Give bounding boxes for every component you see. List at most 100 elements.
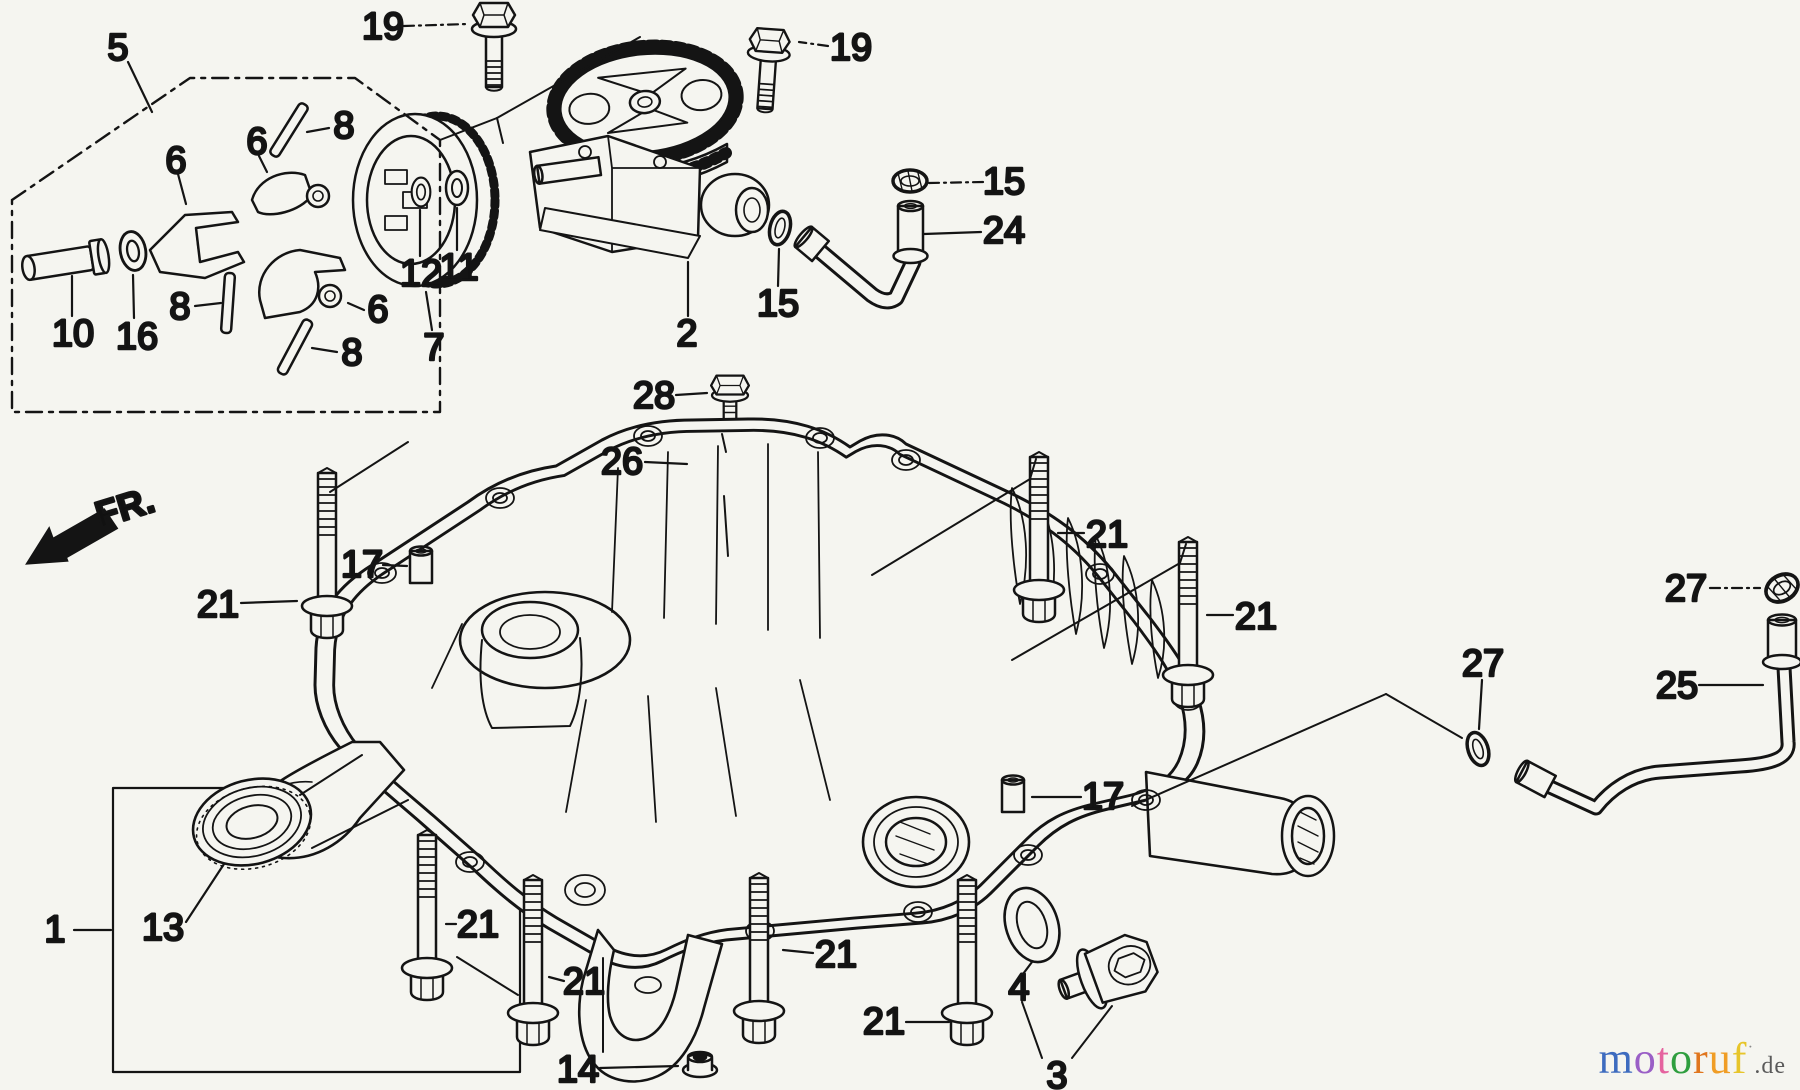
motoruf-watermark-logo: motoruf˙.de <box>1599 1033 1786 1084</box>
part-number-5: 5 <box>107 27 128 69</box>
part-number-26: 26 <box>601 441 643 483</box>
governor-weight-6-upper <box>250 171 331 216</box>
callout-leader <box>781 948 815 955</box>
governor-pin-8-left <box>219 271 237 335</box>
part-number-8: 8 <box>333 105 354 147</box>
aux-leader-line <box>496 36 641 119</box>
governor-pin-8-top <box>267 100 311 160</box>
part-number-6: 6 <box>367 289 388 331</box>
callout-leader <box>797 40 830 48</box>
part-number-21: 21 <box>563 961 605 1003</box>
aux-leader-line <box>871 478 1031 576</box>
front-direction-label: FR. <box>90 479 159 536</box>
dowel-pin-17-right <box>1000 774 1026 814</box>
part-number-15: 15 <box>757 283 799 325</box>
part-number-21: 21 <box>1086 514 1128 556</box>
watermark-letter: r <box>1693 1034 1709 1083</box>
washer-11 <box>444 169 470 207</box>
oil-pipe-25 <box>1513 613 1800 816</box>
oring-27-upper <box>1759 566 1800 610</box>
bolt-19-left <box>470 1 518 92</box>
cover-bolt-21-top-b <box>1161 535 1215 709</box>
aux-leader-line <box>299 754 363 796</box>
part-number-15: 15 <box>983 161 1025 203</box>
part-number-2: 2 <box>676 313 697 355</box>
aux-leader-line <box>1179 543 1187 564</box>
part-number-27: 27 <box>1665 568 1707 610</box>
aux-leader-line <box>329 441 409 493</box>
part-number-21: 21 <box>1235 596 1277 638</box>
governor-arm-6 <box>148 210 246 280</box>
part-number-11: 11 <box>439 247 478 289</box>
callout-leader <box>257 154 269 174</box>
aux-leader-line <box>1029 458 1037 480</box>
part-number-8: 8 <box>169 286 190 328</box>
front-direction-arrow <box>25 508 119 565</box>
part-number-14: 14 <box>557 1049 599 1090</box>
sealing-washer-4 <box>1003 886 1061 964</box>
part-number-27: 27 <box>1462 643 1504 685</box>
bolt-19-right <box>742 26 793 115</box>
callout-leader <box>547 975 566 983</box>
aux-leader-line <box>723 495 729 557</box>
oil-seal-13 <box>191 777 313 871</box>
governor-shaft-10 <box>21 237 111 282</box>
watermark-letter: u <box>1708 1034 1732 1083</box>
oil-pipe-24 <box>793 199 929 310</box>
callout-leader <box>927 180 985 185</box>
drain-bolt-3 <box>1057 933 1159 1010</box>
governor-weight-6-lower <box>257 248 347 320</box>
callout-leader <box>310 346 339 354</box>
aux-leader-line <box>1021 1001 1043 1059</box>
governor-washer-16 <box>115 228 151 274</box>
aux-leader-line <box>1071 1005 1113 1059</box>
watermark-letter: o <box>1670 1034 1694 1083</box>
part-number-17: 17 <box>1082 776 1124 818</box>
cover-bolt-21-bottom-a <box>400 828 454 1002</box>
part-number-7: 7 <box>423 327 444 369</box>
aux-leader-line <box>1385 693 1463 739</box>
watermark-letter: t <box>1656 1034 1671 1083</box>
callout-leader <box>176 172 188 206</box>
governor-pin-8-bottom <box>275 316 315 378</box>
callout-leader <box>922 230 983 236</box>
aux-leader-line <box>496 117 504 144</box>
callout-leader <box>193 301 223 308</box>
part-number-12: 12 <box>400 253 442 295</box>
aux-leader-line <box>721 433 727 453</box>
part-number-19: 19 <box>362 6 404 48</box>
callout-leader <box>776 247 781 288</box>
part-number-28: 28 <box>633 375 675 417</box>
oring-15-pump <box>764 207 796 249</box>
callout-leader <box>1477 678 1484 731</box>
aux-leader-line <box>456 956 519 996</box>
part-number-13: 13 <box>142 907 184 949</box>
part-number-1: 1 <box>44 909 65 951</box>
part-number-21: 21 <box>863 1001 905 1043</box>
watermark-suffix: .de <box>1754 1053 1786 1079</box>
oring-15-pipe <box>891 168 929 194</box>
callout-leader <box>346 301 366 312</box>
callout-leader <box>184 862 226 924</box>
oil-pump-body-2 <box>528 134 771 259</box>
callout-leader <box>381 563 409 568</box>
aux-leader-line <box>1011 562 1181 661</box>
part-number-6: 6 <box>246 121 267 163</box>
washer-12 <box>410 176 432 208</box>
part-number-21: 21 <box>457 904 499 946</box>
part-number-6: 6 <box>165 140 186 182</box>
aux-leader-line <box>439 117 498 141</box>
part-number-25: 25 <box>1656 665 1698 707</box>
watermark-tick: ˙ <box>1747 1041 1755 1062</box>
part-number-8: 8 <box>341 332 362 374</box>
callout-leader <box>598 1064 680 1070</box>
watermark-letter: f <box>1731 1034 1748 1083</box>
callout-leader <box>239 599 299 605</box>
callout-leader <box>424 290 434 332</box>
callout-leader <box>1021 960 1034 976</box>
watermark-letter: m <box>1598 1034 1634 1083</box>
part-number-3: 3 <box>1046 1055 1067 1090</box>
